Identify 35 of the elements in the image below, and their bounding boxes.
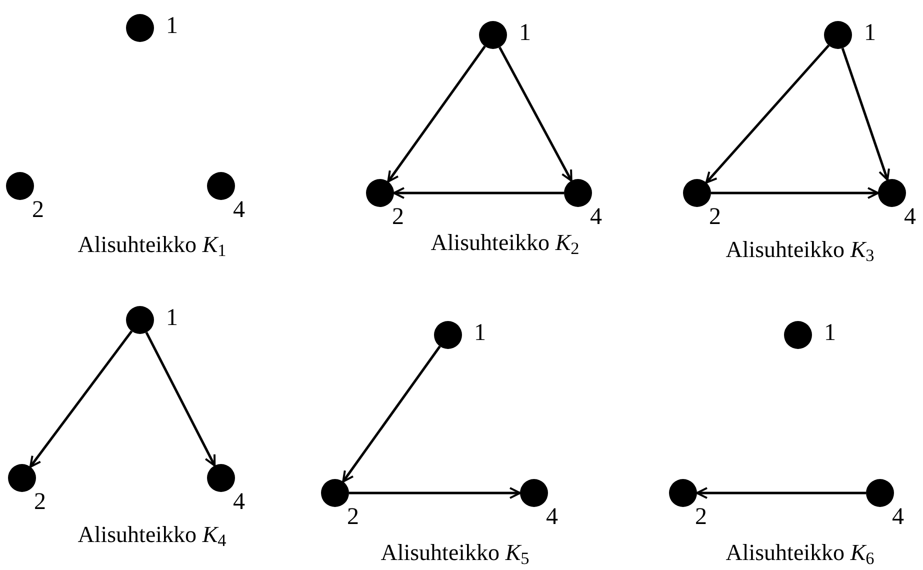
graph-caption: Alisuhteikko K$_{5}$ (380, 541, 530, 564)
vertex-number: 1 (519, 21, 531, 45)
graph-caption: Alisuhteikko K$_{2}$ (430, 231, 580, 254)
vertex-number: 4 (233, 198, 245, 222)
vertex-number: 1 (166, 14, 178, 38)
vertex-number: 4 (904, 205, 916, 229)
vertex-number: 2 (709, 205, 721, 229)
graph-caption: Alisuhteikko K$_{1}$ (78, 233, 226, 256)
vertex-number: 4 (892, 505, 904, 529)
graph-caption: Alisuhteikko K$_{6}$ (726, 541, 874, 564)
vertex-number: 1 (824, 321, 836, 345)
arrow (145, 332, 216, 467)
arrow (841, 48, 890, 181)
vertex-number: 4 (546, 505, 558, 529)
arrow (498, 46, 572, 182)
arrow (342, 346, 441, 483)
vertex-number: 1 (474, 321, 486, 345)
arrow (393, 187, 564, 199)
vertex-number: 1 (166, 306, 178, 330)
vertex-number: 2 (34, 490, 46, 514)
vertex-number: 4 (590, 205, 602, 229)
vertex-number: 2 (392, 205, 404, 229)
arrow (349, 487, 521, 499)
arrow (696, 487, 866, 499)
vertex-number: 4 (233, 490, 245, 514)
graph-caption: Alisuhteikko K$_{4}$ (78, 523, 226, 546)
arrow (387, 46, 486, 183)
arrow (29, 330, 133, 468)
vertex-number: 1 (864, 21, 876, 45)
arrow (711, 187, 879, 199)
vertex-number: 2 (32, 198, 44, 222)
graph-caption: Alisuhteikko K$_{3}$ (726, 238, 874, 261)
vertex-number: 2 (695, 505, 707, 529)
vertex-number: 2 (347, 505, 359, 529)
arrow (705, 44, 830, 184)
